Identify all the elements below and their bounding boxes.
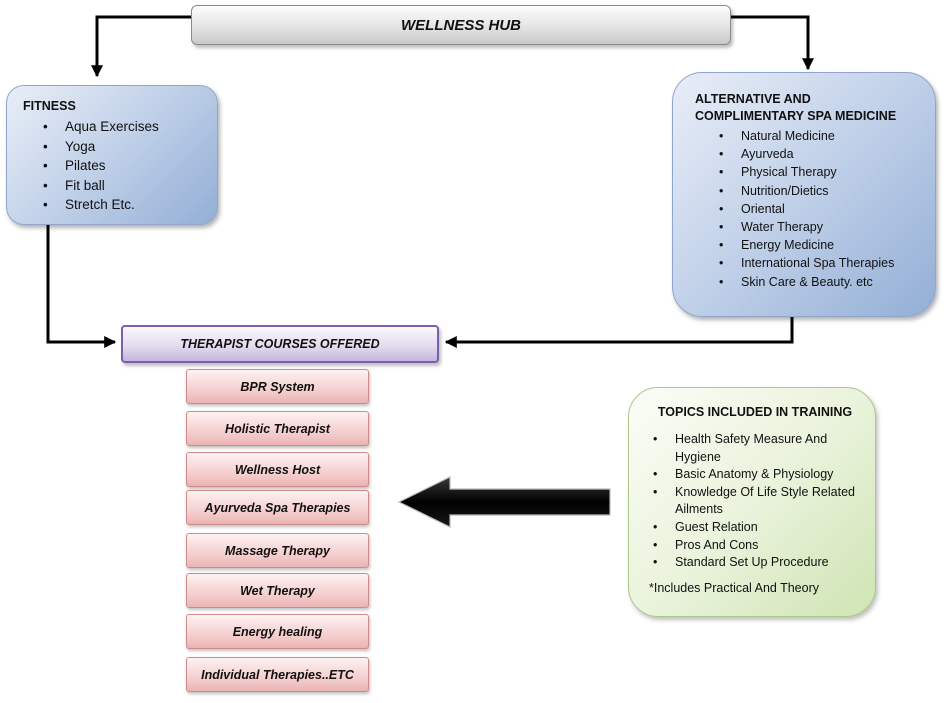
fitness-box: FITNESS Aqua Exercises Yoga Pilates Fit … <box>6 85 218 225</box>
course-label: Holistic Therapist <box>225 421 330 436</box>
course-label: Energy healing <box>232 624 323 639</box>
list-item: Ayurveda <box>719 145 935 163</box>
course-label: Wellness Host <box>234 462 321 477</box>
list-item: Guest Relation <box>653 519 861 537</box>
list-item: Aqua Exercises <box>43 117 217 137</box>
course-label: Massage Therapy <box>225 543 330 558</box>
list-item: Natural Medicine <box>719 127 935 145</box>
wellness-hub-box: WELLNESS HUB <box>191 5 731 45</box>
alternative-medicine-title: ALTERNATIVE AND COMPLIMENTARY SPA MEDICI… <box>695 92 897 123</box>
list-item: Knowledge Of Life Style Related Ailments <box>653 484 861 519</box>
list-item: Standard Set Up Procedure <box>653 554 861 572</box>
training-topics-list: Health Safety Measure And Hygiene Basic … <box>649 431 861 572</box>
training-note: *Includes Practical And Theory <box>649 580 820 595</box>
course-label: Individual Therapies..ETC <box>201 667 354 682</box>
left-arrow-icon <box>397 476 611 528</box>
training-topics-box: TOPICS INCLUDED IN TRAINING Health Safet… <box>628 387 876 617</box>
course-item: Wellness Host <box>186 452 369 487</box>
course-item: Individual Therapies..ETC <box>186 657 369 692</box>
course-label: Ayurveda Spa Therapies <box>204 500 351 515</box>
training-topics-title: TOPICS INCLUDED IN TRAINING <box>657 405 853 419</box>
alternative-to-courses-connector <box>444 317 794 348</box>
fitness-title: FITNESS <box>23 99 76 113</box>
alternative-medicine-list: Natural Medicine Ayurveda Physical Thera… <box>695 127 935 291</box>
alternative-medicine-box: ALTERNATIVE AND COMPLIMENTARY SPA MEDICI… <box>672 72 936 317</box>
list-item: Nutrition/Dietics <box>719 182 935 200</box>
hub-to-fitness-connector <box>91 15 191 78</box>
list-item: Skin Care & Beauty. etc <box>719 273 935 291</box>
therapist-courses-title: THERAPIST COURSES OFFERED <box>180 337 380 351</box>
list-item: Physical Therapy <box>719 163 935 181</box>
list-item: Oriental <box>719 200 935 218</box>
list-item: Health Safety Measure And Hygiene <box>653 431 861 466</box>
list-item: Pros And Cons <box>653 537 861 555</box>
list-item: Pilates <box>43 156 217 176</box>
fitness-list: Aqua Exercises Yoga Pilates Fit ball Str… <box>23 117 217 215</box>
course-item: Holistic Therapist <box>186 411 369 446</box>
course-item: BPR System <box>186 369 369 404</box>
therapist-courses-box: THERAPIST COURSES OFFERED <box>121 325 439 363</box>
list-item: Yoga <box>43 137 217 157</box>
list-item: International Spa Therapies <box>719 254 935 272</box>
course-item: Wet Therapy <box>186 573 369 608</box>
course-label: BPR System <box>240 379 315 394</box>
course-item: Energy healing <box>186 614 369 649</box>
list-item: Basic Anatomy & Physiology <box>653 466 861 484</box>
list-item: Water Therapy <box>719 218 935 236</box>
course-item: Ayurveda Spa Therapies <box>186 490 369 525</box>
fitness-to-courses-connector <box>46 225 117 348</box>
list-item: Stretch Etc. <box>43 195 217 215</box>
wellness-hub-title: WELLNESS HUB <box>401 16 521 34</box>
course-item: Massage Therapy <box>186 533 369 568</box>
hub-to-alternative-connector <box>731 15 814 71</box>
course-label: Wet Therapy <box>240 583 315 598</box>
list-item: Energy Medicine <box>719 236 935 254</box>
list-item: Fit ball <box>43 176 217 196</box>
